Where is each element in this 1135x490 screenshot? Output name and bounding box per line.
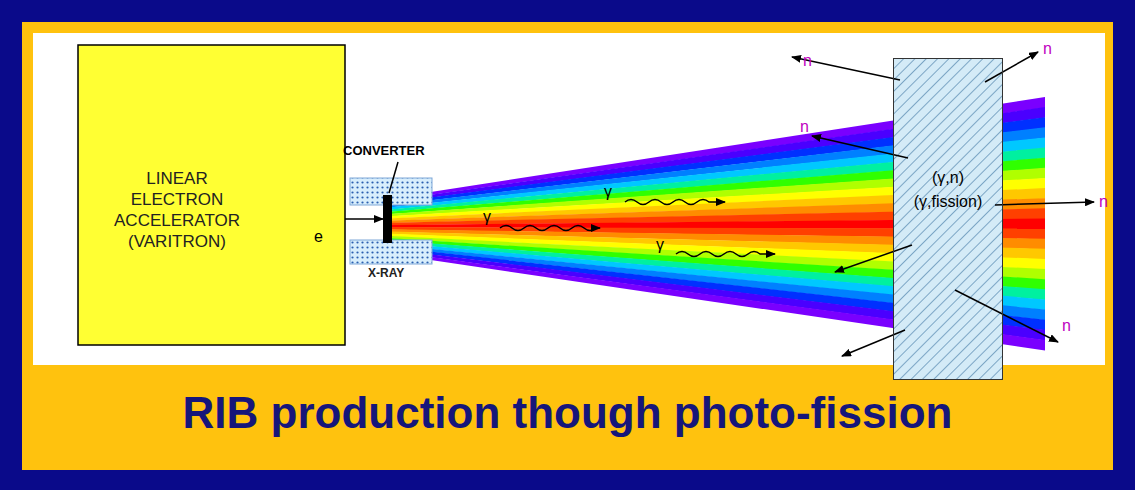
neutron-arrows (792, 52, 1094, 356)
target (893, 58, 1003, 380)
gamma-label: γ (483, 208, 491, 226)
title: RIB production though photo-fission (0, 388, 1135, 438)
gamma-label: γ (604, 183, 612, 201)
gamma-rays (500, 200, 775, 257)
node-text: (γ,n) (894, 169, 1002, 187)
converter-housing (350, 240, 432, 264)
neutron-label: n (800, 118, 809, 136)
node-text: CONVERTER (343, 143, 425, 158)
gamma-label: γ (656, 236, 664, 254)
accelerator-body (78, 45, 345, 345)
particle-label: e (314, 228, 323, 246)
xray-label: X-RAY (368, 266, 404, 280)
converter-plate: CONVERTER (383, 195, 392, 243)
neutron-label: n (1062, 317, 1071, 335)
node-text: LINEAR ELECTRON ACCELERATOR (VARITRON) (107, 168, 247, 252)
target-box: (γ,n) (γ,fission) (893, 58, 1003, 380)
neutron-label: n (1099, 193, 1108, 211)
neutron-label: n (803, 52, 812, 70)
node-text: (γ,fission) (894, 193, 1002, 211)
beam-arrow (345, 218, 383, 220)
accelerator-box: LINEAR ELECTRON ACCELERATOR (VARITRON) (78, 45, 345, 345)
leader-line (389, 162, 398, 193)
neutron-label: n (1043, 40, 1052, 58)
